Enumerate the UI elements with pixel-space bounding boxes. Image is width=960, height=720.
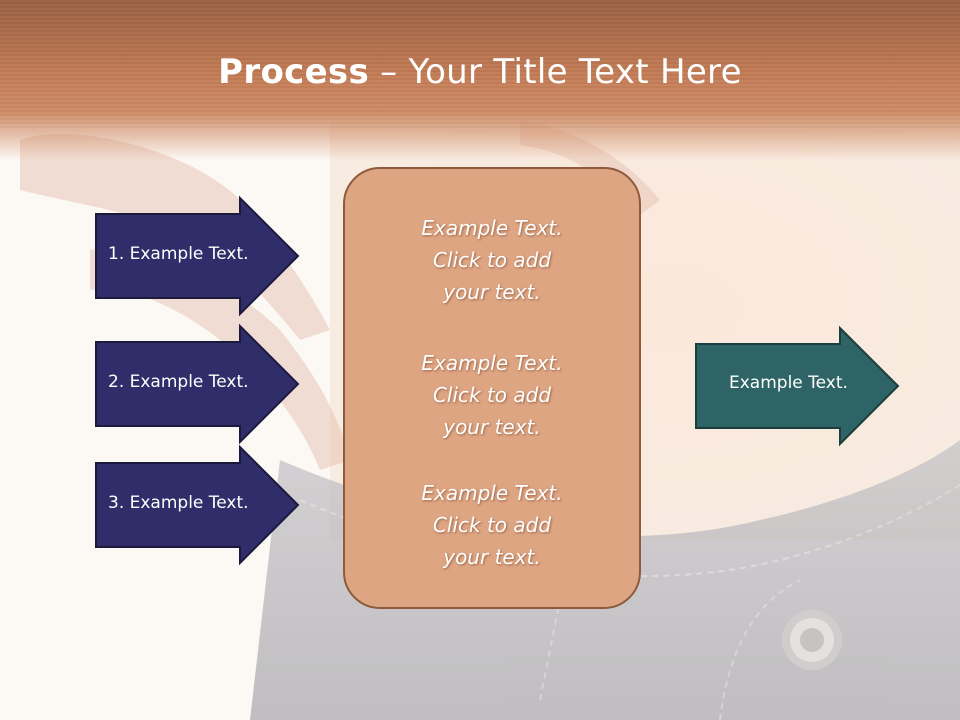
center-text-line: Click to add (432, 383, 552, 407)
center-text-block-2: Example Text. Click to add your text. (344, 347, 640, 443)
center-text-line: your text. (443, 415, 541, 439)
center-text-line: Example Text. (421, 481, 563, 505)
title-bold: Process (218, 52, 370, 92)
title-band (0, 0, 960, 160)
page-title[interactable]: Process – Your Title Text Here (0, 52, 960, 92)
center-box[interactable] (343, 167, 641, 609)
center-text-block-3: Example Text. Click to add your text. (344, 477, 640, 573)
center-text-line: Click to add (432, 513, 552, 537)
center-text-block-1: Example Text. Click to add your text. (344, 212, 640, 308)
center-text-line: your text. (443, 545, 541, 569)
left-arrow-3[interactable] (95, 444, 300, 566)
center-text-line: Example Text. (421, 216, 563, 240)
center-text-line: Example Text. (421, 351, 563, 375)
left-arrow-1[interactable] (95, 195, 300, 317)
right-arrow-label: Example Text. (729, 373, 848, 393)
center-text-line: Click to add (432, 248, 552, 272)
button-rivet-icon (782, 610, 842, 670)
right-arrow[interactable] (695, 325, 900, 447)
left-arrow-2[interactable] (95, 323, 300, 445)
left-arrow-1-label: 1. Example Text. (108, 244, 249, 264)
center-text-line: your text. (443, 280, 541, 304)
title-rest: – Your Title Text Here (369, 52, 742, 92)
left-arrow-2-label: 2. Example Text. (108, 372, 249, 392)
left-arrow-3-label: 3. Example Text. (108, 493, 249, 513)
